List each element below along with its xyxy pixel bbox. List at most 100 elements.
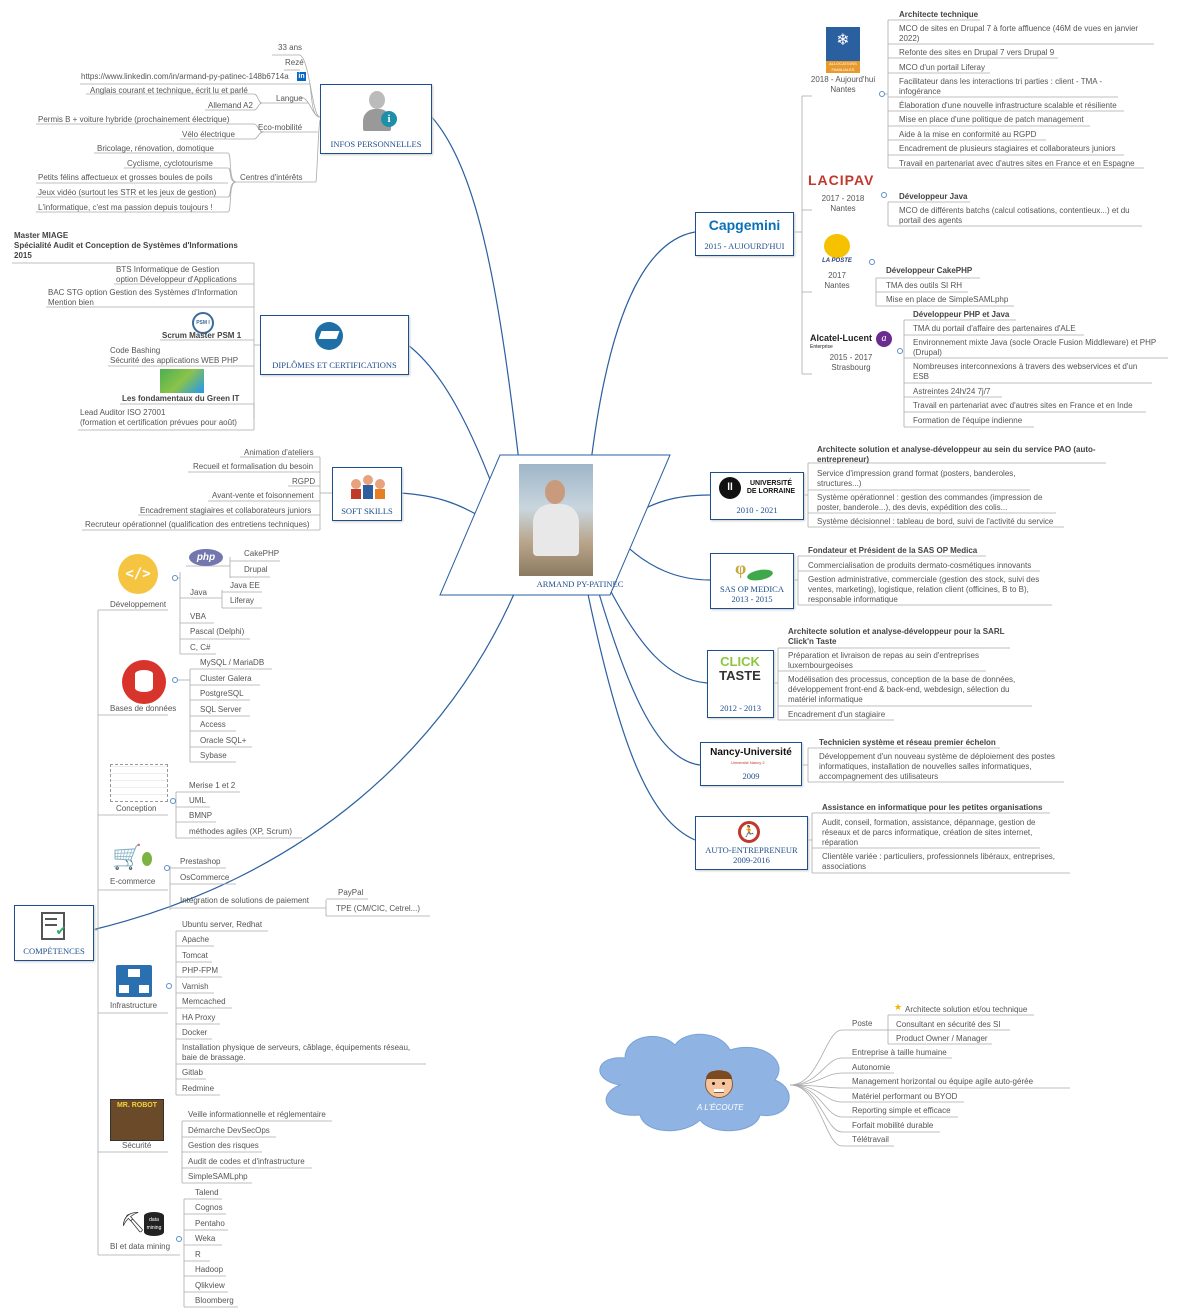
bdd-item: Access: [200, 720, 226, 729]
bdd-label: Bases de données: [110, 704, 177, 713]
center-name: ARMAND PY-PATINEC: [536, 579, 624, 589]
infra-item: Apache: [182, 935, 210, 944]
secu-label: Sécurité: [122, 1141, 152, 1150]
nancy-logo: Nancy-Université: [710, 747, 792, 758]
nancy-logo-sub: Université Nancy 2: [731, 760, 765, 765]
bi-item: Weka: [195, 1234, 216, 1243]
ecom-label: E-commerce: [110, 877, 156, 886]
bi-item: Qlikview: [195, 1281, 225, 1290]
dev-label: Développement: [110, 600, 167, 609]
mr-robot-icon: MR. ROBOT: [110, 1099, 164, 1141]
cipav-role: Développeur Java: [899, 192, 968, 201]
bi-item: Talend: [195, 1188, 219, 1197]
eco-label: Eco-mobilité: [258, 123, 303, 132]
competences-node[interactable]: ✔ COMPÉTENCES: [14, 905, 94, 961]
lorraine-item: Système décisionnel : tableau de bord, s…: [817, 517, 1054, 526]
alu-item: TMA du portail d'affaire des partenaires…: [913, 324, 1076, 333]
autoentre-node[interactable]: 🏃 AUTO-ENTREPRENEUR 2009-2016: [695, 816, 808, 870]
bdd-item: PostgreSQL: [200, 689, 244, 698]
alu-item: Astreintes 24h/24 7j/7: [913, 387, 991, 396]
dev-item: Drupal: [244, 565, 268, 574]
opmedica-node[interactable]: φ SAS OP MEDICA 2013 - 2015: [710, 553, 794, 609]
nancy-item: Développement d'un nouveau système de dé…: [819, 752, 1055, 781]
ecoute-item: Reporting simple et efficace: [852, 1106, 951, 1115]
alu-dot: [897, 348, 903, 354]
bdd-item: MySQL / MariaDB: [200, 658, 265, 667]
opmedica-item: Commercialisation de produits dermato-co…: [808, 561, 1032, 570]
alu-item: Formation de l'équipe indienne: [913, 416, 1023, 425]
capgemini-node[interactable]: Capgemini 2015 - AUJOURD'HUI: [695, 212, 794, 256]
linkedin-icon[interactable]: in: [297, 72, 306, 81]
ecom-dot: [164, 865, 170, 871]
lorraine-logo: ll UNIVERSITÉ DE LORRAINE: [719, 477, 797, 501]
caf-item: MCO d'un portail Liferay: [899, 63, 986, 72]
diplome-lead: Lead Auditor ISO 27001 (formation et cer…: [80, 408, 237, 427]
diplomes-title: DIPLÔMES ET CERTIFICATIONS: [272, 360, 397, 370]
caf-role: Architecte technique: [899, 10, 979, 19]
conception-dot: [170, 798, 176, 804]
conception-item: UML: [189, 796, 206, 805]
bi-item: Hadoop: [195, 1265, 224, 1274]
langue-item: Anglais courant et technique, écrit lu e…: [90, 86, 248, 95]
clicktaste-title: 2012 - 2013: [719, 703, 762, 713]
ecoute-title[interactable]: A L'ÉCOUTE: [697, 1103, 744, 1112]
diplome-green: Les fondamentaux du Green IT: [122, 394, 240, 403]
soft-item: Avant-vente et foisonnement: [212, 491, 314, 500]
infra-item: Varnish: [182, 982, 209, 991]
cipav-item: MCO de différents batchs (calcul cotisat…: [899, 206, 1130, 225]
secu-item: Veille informationnelle et réglementaire: [188, 1110, 326, 1119]
dev-item: Pascal (Delphi): [190, 627, 245, 636]
interets-item: Cyclisme, cyclotourisme: [127, 159, 213, 168]
bi-item: Bloomberg: [195, 1296, 234, 1305]
cipav-dot: [881, 192, 887, 198]
caf-period: 2018 - Aujourd'hui Nantes: [810, 75, 876, 94]
dev-item: CakePHP: [244, 549, 280, 558]
ecom-item: OsCommerce: [180, 873, 230, 882]
nancy-node[interactable]: Nancy-Université Université Nancy 2 2009: [700, 742, 802, 786]
bdd-item: SQL Server: [200, 705, 242, 714]
diplome-bts: BTS Informatique de Gestion option Dével…: [116, 265, 237, 284]
conception-label: Conception: [116, 804, 157, 813]
bi-item: Pentaho: [195, 1219, 225, 1228]
checklist-icon: ✔: [41, 912, 67, 940]
opmedica-title: SAS OP MEDICA 2013 - 2015: [720, 584, 784, 604]
infra-item: Redmine: [182, 1084, 215, 1093]
ecoute-item: Télétravail: [852, 1135, 889, 1144]
eco-item: Vélo électrique: [182, 130, 235, 139]
caf-item: Travail en partenariat avec d'autres sit…: [899, 159, 1135, 168]
autoentre-item: Audit, conseil, formation, assistance, d…: [822, 818, 1036, 847]
soft-item: RGPD: [292, 477, 316, 486]
dev-item: C, C#: [190, 643, 211, 652]
clicktaste-item: Encadrement d'un stagiaire: [788, 710, 886, 719]
poste-period: 2017 Nantes: [824, 271, 850, 290]
info-linkedin[interactable]: https://www.linkedin.com/in/armand-py-pa…: [81, 72, 289, 81]
dev-dot: [172, 575, 178, 581]
opmedica-logo-icon: φ: [731, 558, 775, 584]
smiley-face-icon: [705, 1070, 733, 1098]
la-poste-logo: LA POSTE: [820, 234, 854, 268]
soft-node[interactable]: SOFT SKILLS: [332, 467, 402, 521]
conception-item: BMNP: [189, 811, 213, 820]
no-entry-figure-icon: 🏃: [738, 821, 760, 843]
center-node[interactable]: ARMAND PY-PATINEC: [500, 462, 670, 592]
lorraine-node[interactable]: ll UNIVERSITÉ DE LORRAINE 2010 - 2021: [710, 472, 804, 520]
ecoute-item: Forfait mobilité durable: [852, 1121, 934, 1130]
poste-item: Mise en place de SimpleSAMLphp: [886, 295, 1009, 304]
ecoute-cloud-shape: [599, 1033, 790, 1132]
bdd-item: Oracle SQL+: [200, 736, 247, 745]
nancy-title: 2009: [742, 771, 760, 781]
team-icon: [351, 473, 385, 501]
interets-item: Bricolage, rénovation, domotique: [97, 144, 214, 153]
star-icon: ★: [894, 1003, 903, 1013]
infra-item: Installation physique de serveurs, câbla…: [182, 1043, 411, 1062]
green-it-icon: [160, 369, 204, 393]
infra-item: Docker: [182, 1028, 208, 1037]
shopping-cart-icon: 🛒: [112, 843, 142, 871]
opmedica-item: Gestion administrative, commerciale (ges…: [808, 575, 1040, 604]
diplomes-node[interactable]: DIPLÔMES ET CERTIFICATIONS: [260, 315, 409, 375]
profile-photo: [519, 464, 593, 576]
infos-node[interactable]: i INFOS PERSONNELLES: [320, 84, 432, 154]
paiement-item: TPE (CM/CIC, Cetrel...): [336, 904, 421, 913]
